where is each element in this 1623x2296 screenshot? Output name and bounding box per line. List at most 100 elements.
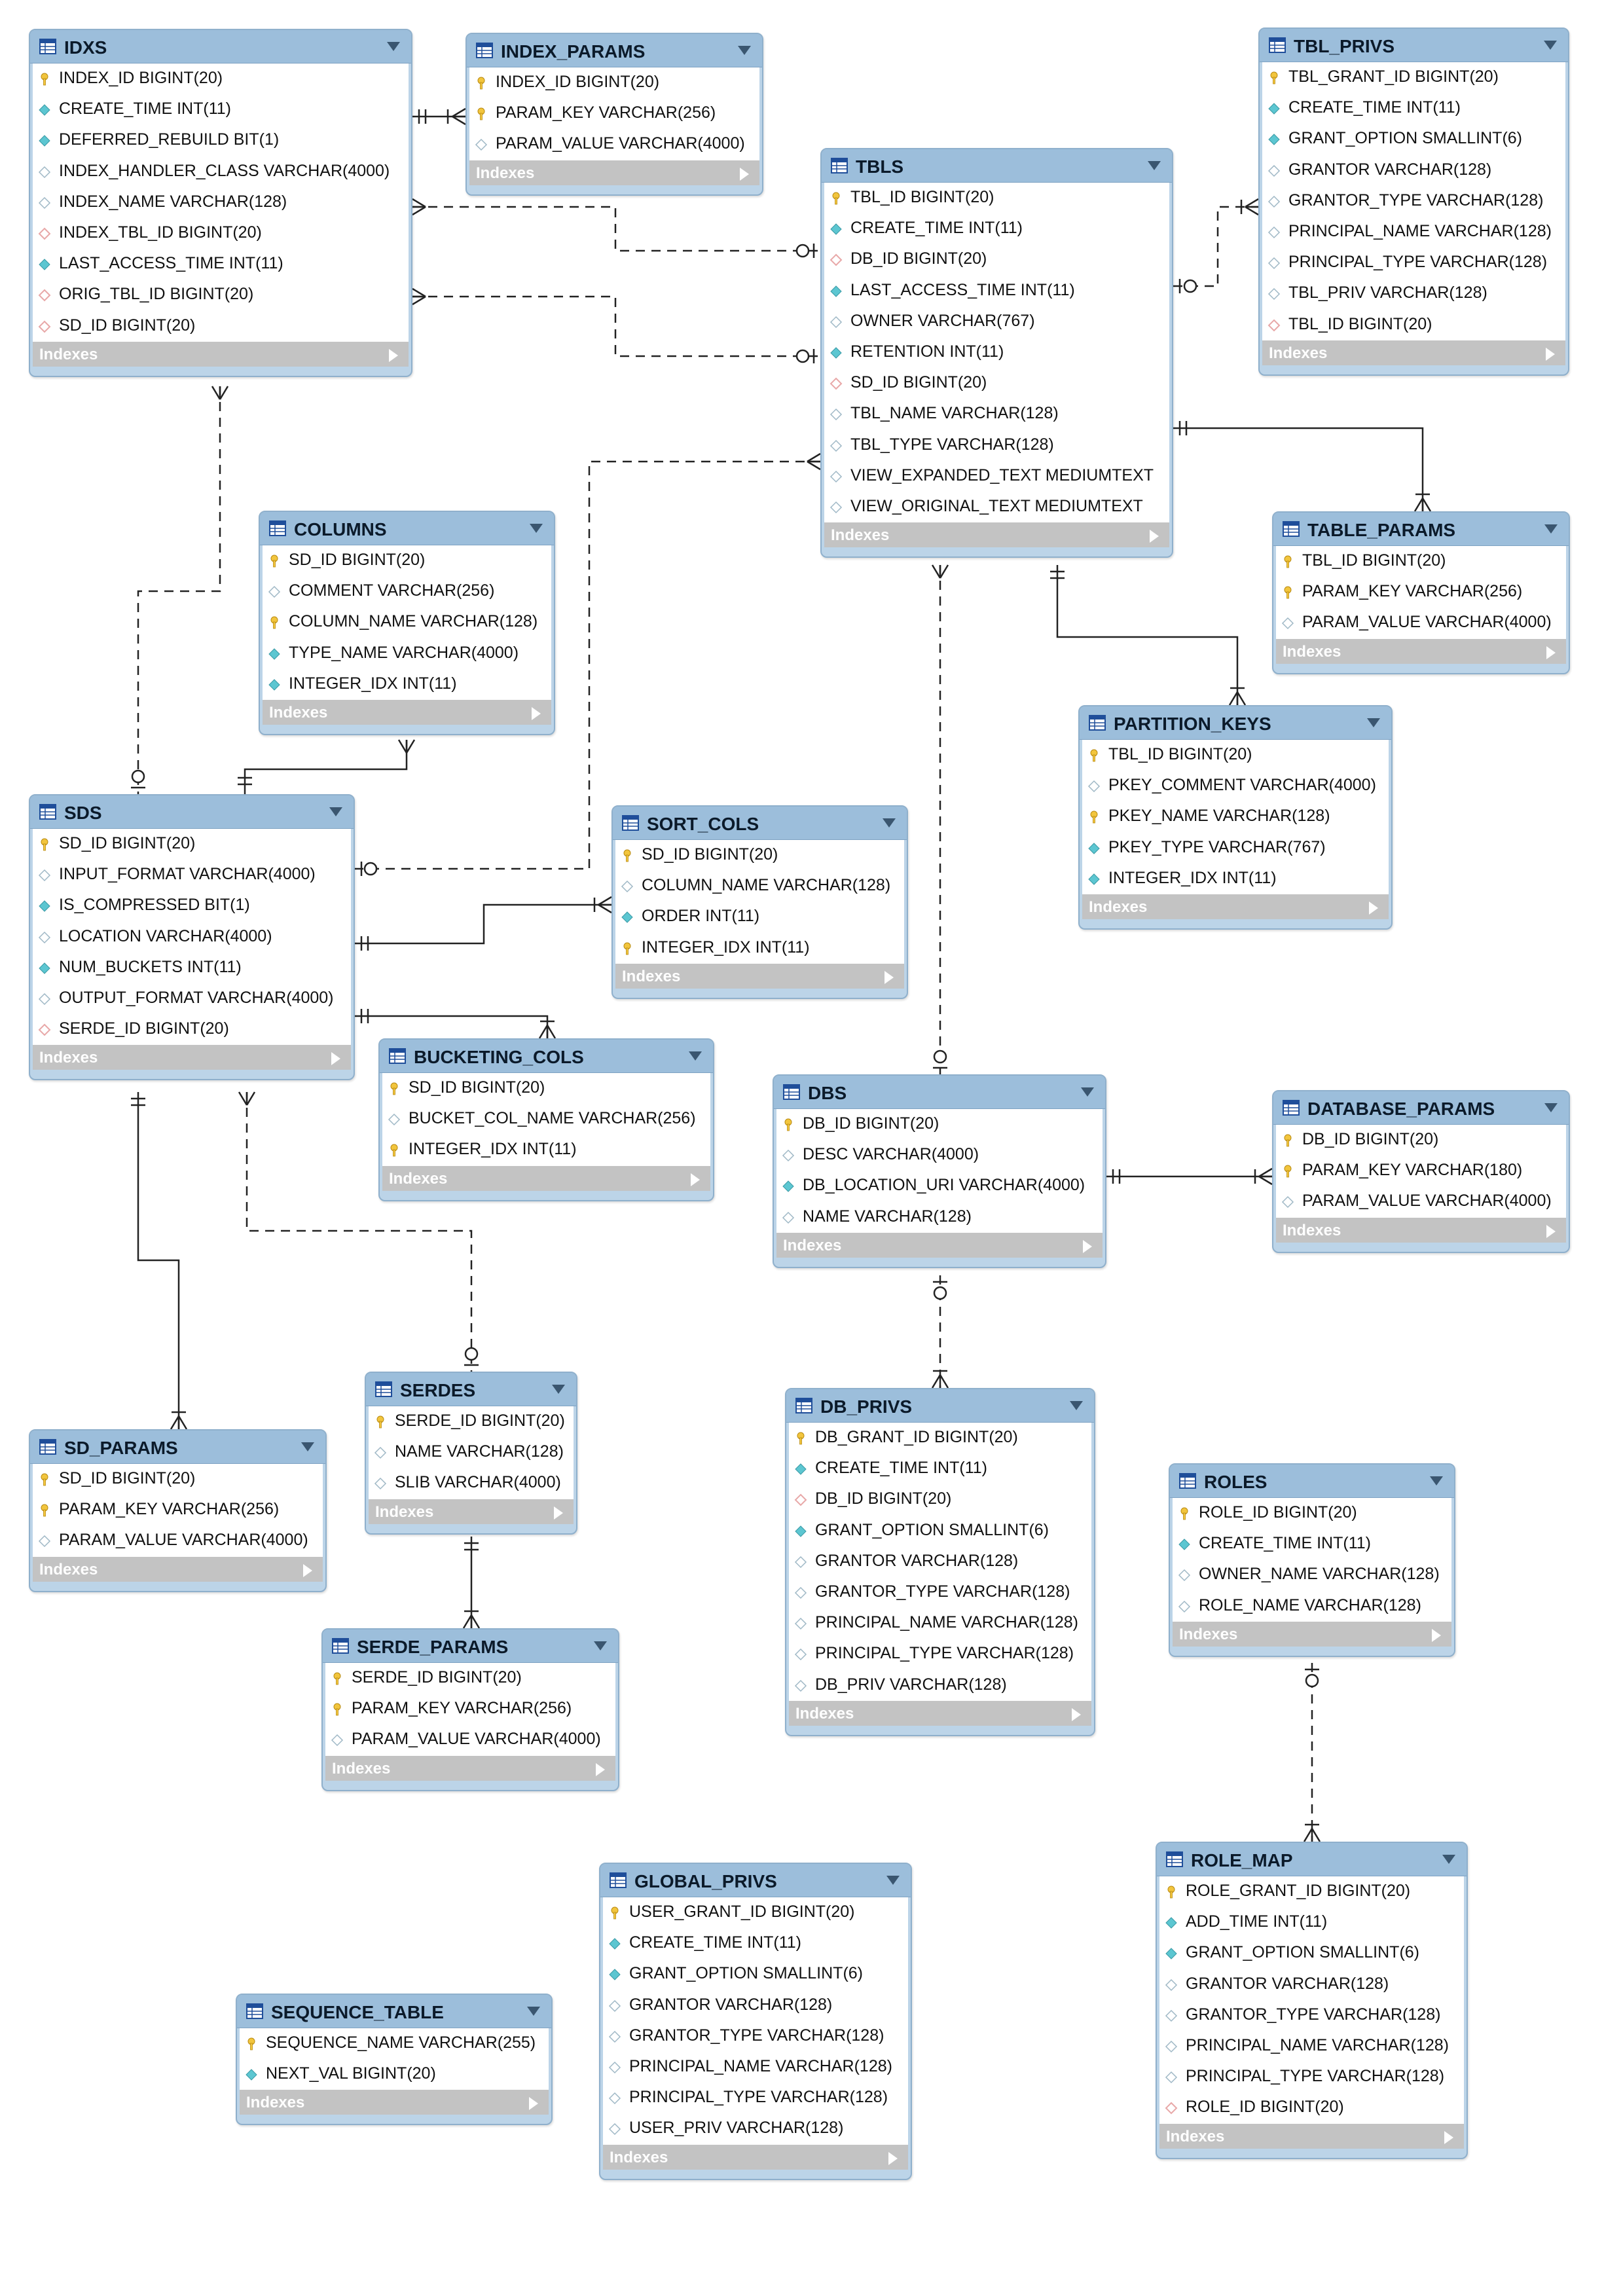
column-row[interactable]: SERDE_ID BIGINT(20) (325, 1663, 615, 1694)
indexes-section[interactable]: Indexes (603, 2144, 908, 2170)
indexes-section[interactable]: Indexes (776, 1232, 1103, 1258)
column-row[interactable]: TBL_GRANT_ID BIGINT(20) (1262, 62, 1565, 93)
triangle-down-icon[interactable] (525, 2003, 542, 2020)
triangle-right-icon[interactable] (1440, 2129, 1455, 2144)
column-row[interactable]: CREATE_TIME INT(11) (824, 213, 1169, 244)
column-row[interactable]: DB_ID BIGINT(20) (789, 1484, 1091, 1515)
column-row[interactable]: COLUMN_NAME VARCHAR(128) (263, 607, 551, 638)
table-header[interactable]: GLOBAL_PRIVS (600, 1864, 911, 1897)
table-header[interactable]: TABLE_PARAMS (1273, 513, 1569, 546)
column-row[interactable]: SD_ID BIGINT(20) (33, 1464, 323, 1495)
column-row[interactable]: NAME VARCHAR(128) (776, 1202, 1103, 1233)
indexes-section[interactable]: Indexes (369, 1499, 574, 1524)
table-header[interactable]: DBS (774, 1076, 1105, 1109)
table-header[interactable]: COLUMNS (260, 512, 554, 545)
column-row[interactable]: SEQUENCE_NAME VARCHAR(255) (240, 2028, 549, 2059)
indexes-section[interactable]: Indexes (615, 963, 904, 989)
triangle-right-icon[interactable] (1068, 1706, 1082, 1721)
table-header[interactable]: SD_PARAMS (30, 1430, 325, 1464)
column-row[interactable]: PKEY_NAME VARCHAR(128) (1082, 801, 1389, 832)
relationship-line[interactable] (1056, 565, 1239, 705)
column-row[interactable]: INDEX_NAME VARCHAR(128) (33, 187, 409, 218)
relationship-line[interactable] (137, 1092, 180, 1429)
indexes-section[interactable]: Indexes (263, 699, 551, 725)
column-row[interactable]: IS_COMPRESSED BIT(1) (33, 890, 351, 921)
relationship-line[interactable] (137, 386, 221, 794)
column-row[interactable]: GRANTOR_TYPE VARCHAR(128) (1262, 186, 1565, 217)
triangle-down-icon[interactable] (550, 1381, 567, 1398)
column-row[interactable]: DB_LOCATION_URI VARCHAR(4000) (776, 1171, 1103, 1201)
column-row[interactable]: TBL_TYPE VARCHAR(128) (824, 430, 1169, 461)
table-header[interactable]: SORT_COLS (613, 807, 907, 840)
triangle-down-icon[interactable] (528, 520, 545, 537)
triangle-down-icon[interactable] (1146, 157, 1163, 174)
triangle-right-icon[interactable] (528, 705, 542, 720)
table-header[interactable]: BUCKETING_COLS (380, 1040, 713, 1073)
column-row[interactable]: TBL_PRIV VARCHAR(128) (1262, 278, 1565, 309)
column-row[interactable]: DESC VARCHAR(4000) (776, 1140, 1103, 1171)
indexes-section[interactable]: Indexes (33, 1045, 351, 1070)
column-row[interactable]: GRANT_OPTION SMALLINT(6) (603, 1959, 908, 1990)
triangle-right-icon[interactable] (736, 166, 750, 181)
column-row[interactable]: PRINCIPAL_TYPE VARCHAR(128) (1262, 247, 1565, 278)
relationship-line[interactable] (355, 903, 611, 945)
column-row[interactable]: GRANTOR VARCHAR(128) (603, 1990, 908, 2021)
column-row[interactable]: GRANTOR_TYPE VARCHAR(128) (603, 2021, 908, 2052)
triangle-right-icon[interactable] (1542, 1223, 1557, 1238)
column-row[interactable]: PARAM_KEY VARCHAR(256) (325, 1694, 615, 1724)
triangle-down-icon[interactable] (1428, 1472, 1445, 1489)
triangle-right-icon[interactable] (1542, 346, 1556, 361)
relationship-line[interactable] (412, 206, 820, 252)
indexes-section[interactable]: Indexes (33, 1556, 323, 1582)
table-header[interactable]: SERDE_PARAMS (323, 1630, 618, 1663)
triangle-down-icon[interactable] (1542, 1099, 1559, 1116)
column-row[interactable]: SERDE_ID BIGINT(20) (33, 1014, 351, 1045)
column-row[interactable]: GRANTOR VARCHAR(128) (1159, 1969, 1464, 2000)
triangle-right-icon[interactable] (1079, 1238, 1093, 1253)
column-row[interactable]: PRINCIPAL_NAME VARCHAR(128) (603, 2052, 908, 2083)
table-header[interactable]: DB_PRIVS (786, 1389, 1094, 1423)
column-row[interactable]: SD_ID BIGINT(20) (33, 829, 351, 860)
column-row[interactable]: ORDER INT(11) (615, 902, 904, 932)
column-row[interactable]: TBL_ID BIGINT(20) (1082, 740, 1389, 771)
table-header[interactable]: PARTITION_KEYS (1080, 706, 1391, 740)
column-row[interactable]: CREATE_TIME INT(11) (603, 1928, 908, 1959)
column-row[interactable]: ORIG_TBL_ID BIGINT(20) (33, 280, 409, 310)
triangle-down-icon[interactable] (687, 1048, 704, 1065)
column-row[interactable]: PARAM_KEY VARCHAR(180) (1276, 1156, 1566, 1186)
relationship-line[interactable] (355, 460, 820, 870)
triangle-down-icon[interactable] (592, 1637, 609, 1654)
triangle-right-icon[interactable] (1146, 528, 1160, 543)
column-row[interactable]: PRINCIPAL_NAME VARCHAR(128) (1262, 217, 1565, 247)
indexes-section[interactable]: Indexes (469, 160, 759, 185)
triangle-right-icon[interactable] (550, 1504, 564, 1520)
column-row[interactable]: SD_ID BIGINT(20) (33, 311, 409, 342)
table-header[interactable]: DATABASE_PARAMS (1273, 1091, 1569, 1125)
relationship-line[interactable] (1173, 206, 1258, 287)
indexes-section[interactable]: Indexes (824, 522, 1169, 548)
indexes-section[interactable]: Indexes (382, 1165, 710, 1191)
column-row[interactable]: TBL_ID BIGINT(20) (1262, 310, 1565, 340)
column-row[interactable]: SD_ID BIGINT(20) (615, 840, 904, 871)
column-row[interactable]: ROLE_NAME VARCHAR(128) (1173, 1591, 1451, 1622)
column-row[interactable]: PRINCIPAL_TYPE VARCHAR(128) (789, 1639, 1091, 1669)
triangle-down-icon[interactable] (327, 803, 344, 820)
triangle-right-icon[interactable] (385, 347, 399, 362)
column-row[interactable]: TYPE_NAME VARCHAR(4000) (263, 638, 551, 669)
indexes-section[interactable]: Indexes (789, 1700, 1091, 1726)
table-header[interactable]: INDEX_PARAMS (467, 34, 762, 67)
column-row[interactable]: SERDE_ID BIGINT(20) (369, 1406, 574, 1437)
